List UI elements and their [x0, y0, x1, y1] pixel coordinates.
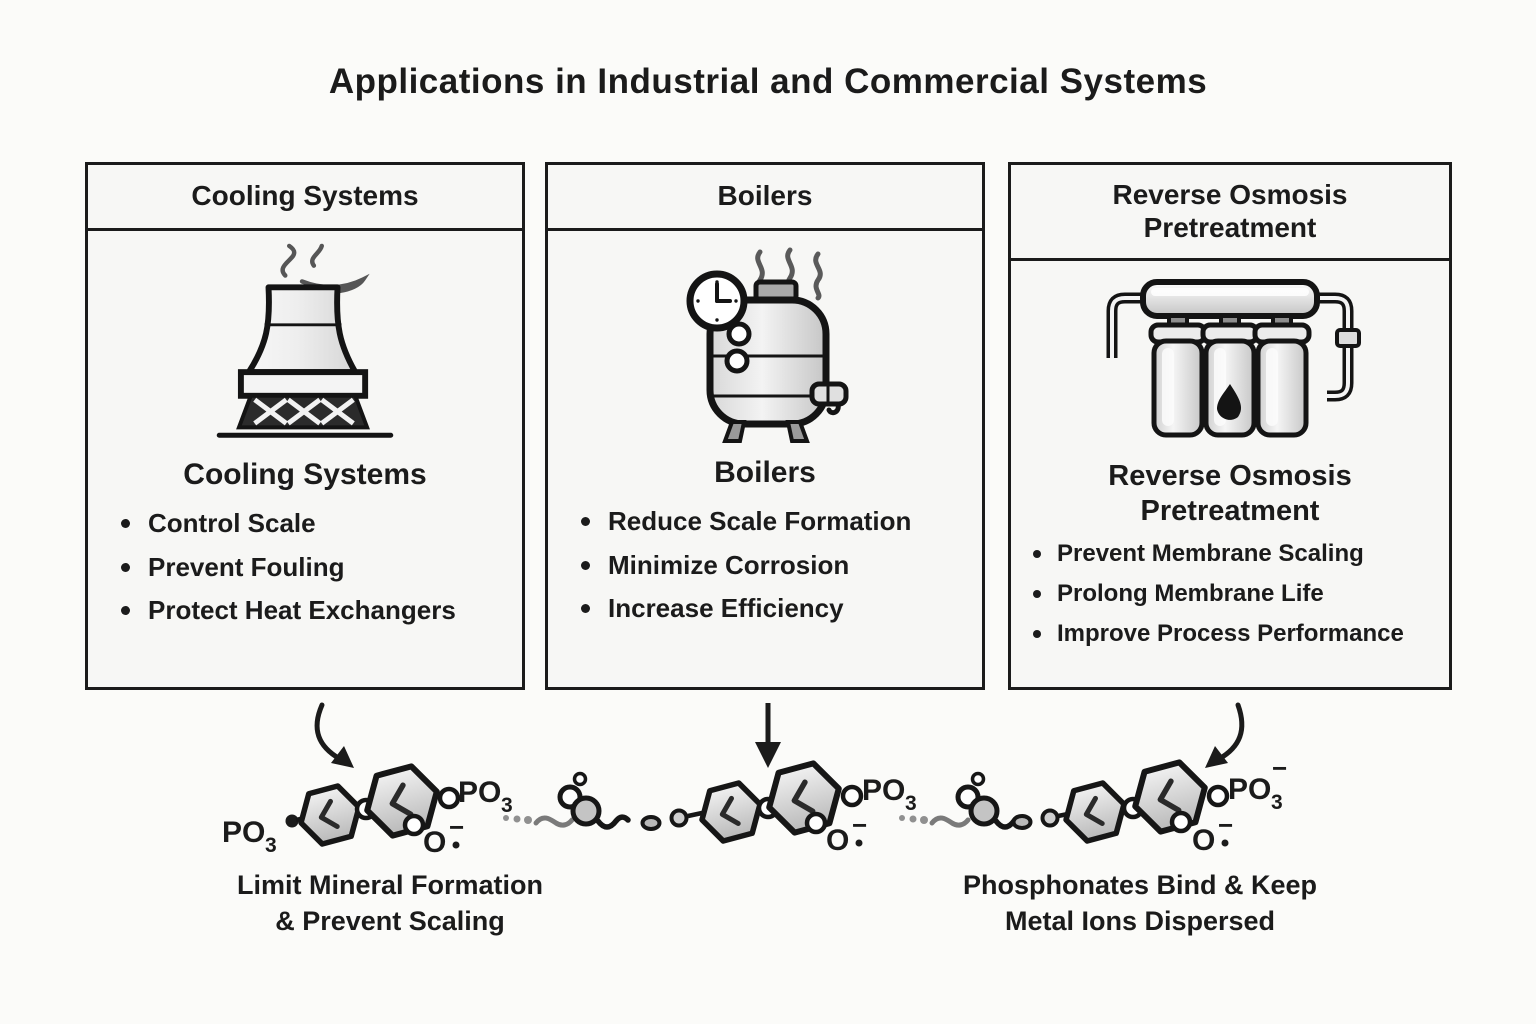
svg-text:−: − [449, 812, 464, 842]
metal-ion-linker [899, 774, 1069, 830]
svg-text:−: − [1218, 810, 1233, 840]
po3-label: PO 3 [458, 776, 513, 817]
boiler-icon [686, 247, 849, 443]
svg-text:3: 3 [905, 792, 917, 815]
svg-text:PO: PO [458, 776, 501, 809]
bullet-item: Prolong Membrane Life [1033, 580, 1439, 607]
port-hole [724, 348, 750, 373]
ro-filter-icon [1011, 261, 1449, 457]
svg-text:PO: PO [862, 774, 905, 807]
o-minus-label: O − [402, 812, 464, 859]
bullet-item: Reduce Scale Formation [581, 507, 972, 536]
caption-line: Phosphonates Bind & Keep [962, 870, 1318, 900]
ring-hexagon [359, 762, 445, 841]
svg-text:3: 3 [1271, 791, 1283, 814]
panel-subtitle: Cooling Systems [183, 458, 427, 491]
bullet-item: Prevent Fouling [121, 552, 512, 582]
boiler-leg [722, 419, 747, 443]
filter-cartridge [1148, 314, 1208, 438]
svg-text:PO: PO [1228, 773, 1271, 806]
ring-hexagon [695, 779, 766, 845]
page-title: Applications in Industrial and Commercia… [328, 62, 1208, 101]
bullet-item: Improve Process Performance [1033, 620, 1439, 647]
water-droplet-icon [1217, 384, 1242, 420]
bullet-item: Control Scale [121, 509, 512, 538]
ring-hexagon [294, 782, 365, 848]
bullet-item: Increase Efficiency [581, 594, 972, 623]
filter-cartridge [1200, 314, 1260, 438]
panel-subtitle: Reverse Osmosis Pretreatment [1108, 460, 1352, 527]
po3-label: PO 3 [222, 816, 277, 857]
svg-text:−: − [852, 810, 867, 840]
svg-text:O: O [423, 826, 446, 859]
panel-header: Reverse Osmosis Pretreatment [1011, 165, 1449, 261]
arrow-down-right [1205, 702, 1245, 768]
svg-text:3: 3 [265, 834, 277, 857]
svg-text:3: 3 [501, 794, 513, 817]
port-hole [726, 321, 752, 346]
o-minus-label: O − [1169, 810, 1233, 857]
svg-text:O: O [826, 824, 849, 857]
cooling-tower-icon [88, 231, 522, 455]
flow-arrows [314, 702, 1245, 768]
tower-shell [245, 284, 359, 376]
caption-line: & Prevent Scaling [275, 905, 505, 936]
svg-text:PO: PO [222, 816, 265, 849]
phosphonate-unit: PO 3 PO 3 O − [222, 762, 513, 859]
tower-base [236, 393, 370, 430]
phosphonate-unit: PO 3 O − [695, 759, 917, 857]
pressure-gauge-icon [686, 270, 748, 331]
o-minus-label: O − [804, 810, 867, 857]
bullet-item: Prevent Membrane Scaling [1033, 540, 1439, 567]
bullet-list: Reduce Scale Formation Minimize Corrosio… [548, 507, 982, 623]
bullet-item: Protect Heat Exchangers [121, 596, 512, 625]
metal-ion-linker [503, 774, 703, 831]
boiler-leg [785, 419, 810, 443]
boiler-icon [548, 231, 982, 453]
arrow-down-middle [755, 703, 781, 768]
cooling-tower-icon [216, 243, 394, 438]
pipe-left [1106, 292, 1147, 358]
ring-hexagon [1059, 779, 1130, 845]
panel-header: Cooling Systems [88, 165, 522, 231]
bullet-list: Prevent Membrane Scaling Prolong Membran… [1011, 540, 1449, 648]
caption-line: Limit Mineral Formation [236, 870, 544, 900]
manifold-tube [1140, 279, 1320, 319]
bullet-item: Minimize Corrosion [581, 550, 972, 580]
drain-valve [809, 381, 849, 415]
filter-cartridge [1252, 314, 1312, 438]
panel-header-label: Boilers [717, 180, 813, 212]
caption-line: Metal Ions Dispersed [1004, 905, 1276, 936]
phosphonate-unit: PO 3 − O − [1059, 753, 1287, 857]
po3-label: PO 3 [862, 774, 917, 815]
bullet-list: Control Scale Prevent Fouling Protect He… [88, 509, 522, 625]
arrow-down-left [314, 702, 354, 768]
ring-hexagon [1127, 758, 1213, 837]
panel-boilers: Boilers [545, 162, 985, 690]
phosphonate-molecule-diagram: PO 3 PO 3 O − [222, 753, 1287, 859]
panel-header-label: Cooling Systems [191, 180, 419, 212]
panel-cooling-systems: Cooling Systems [85, 162, 525, 690]
panel-reverse-osmosis: Reverse Osmosis Pretreatment [1008, 162, 1452, 690]
pipe-right [1313, 292, 1361, 402]
ring-hexagon [761, 759, 847, 838]
metal-ion-cluster [958, 774, 997, 825]
panel-header: Boilers [548, 165, 982, 231]
po3-minus-label: PO 3 − [1228, 753, 1287, 814]
metal-ion-cluster [560, 774, 599, 825]
svg-text:−: − [1272, 753, 1287, 783]
panel-header-label: Reverse Osmosis Pretreatment [1112, 179, 1348, 243]
ro-filter-icon [1106, 279, 1361, 438]
tower-collar [237, 369, 369, 399]
panel-subtitle: Boilers [714, 456, 816, 489]
svg-text:O: O [1192, 824, 1215, 857]
caption-left: Limit Mineral Formation & Prevent Scalin… [180, 868, 600, 939]
caption-right: Phosphonates Bind & Keep Metal Ions Disp… [900, 868, 1380, 939]
